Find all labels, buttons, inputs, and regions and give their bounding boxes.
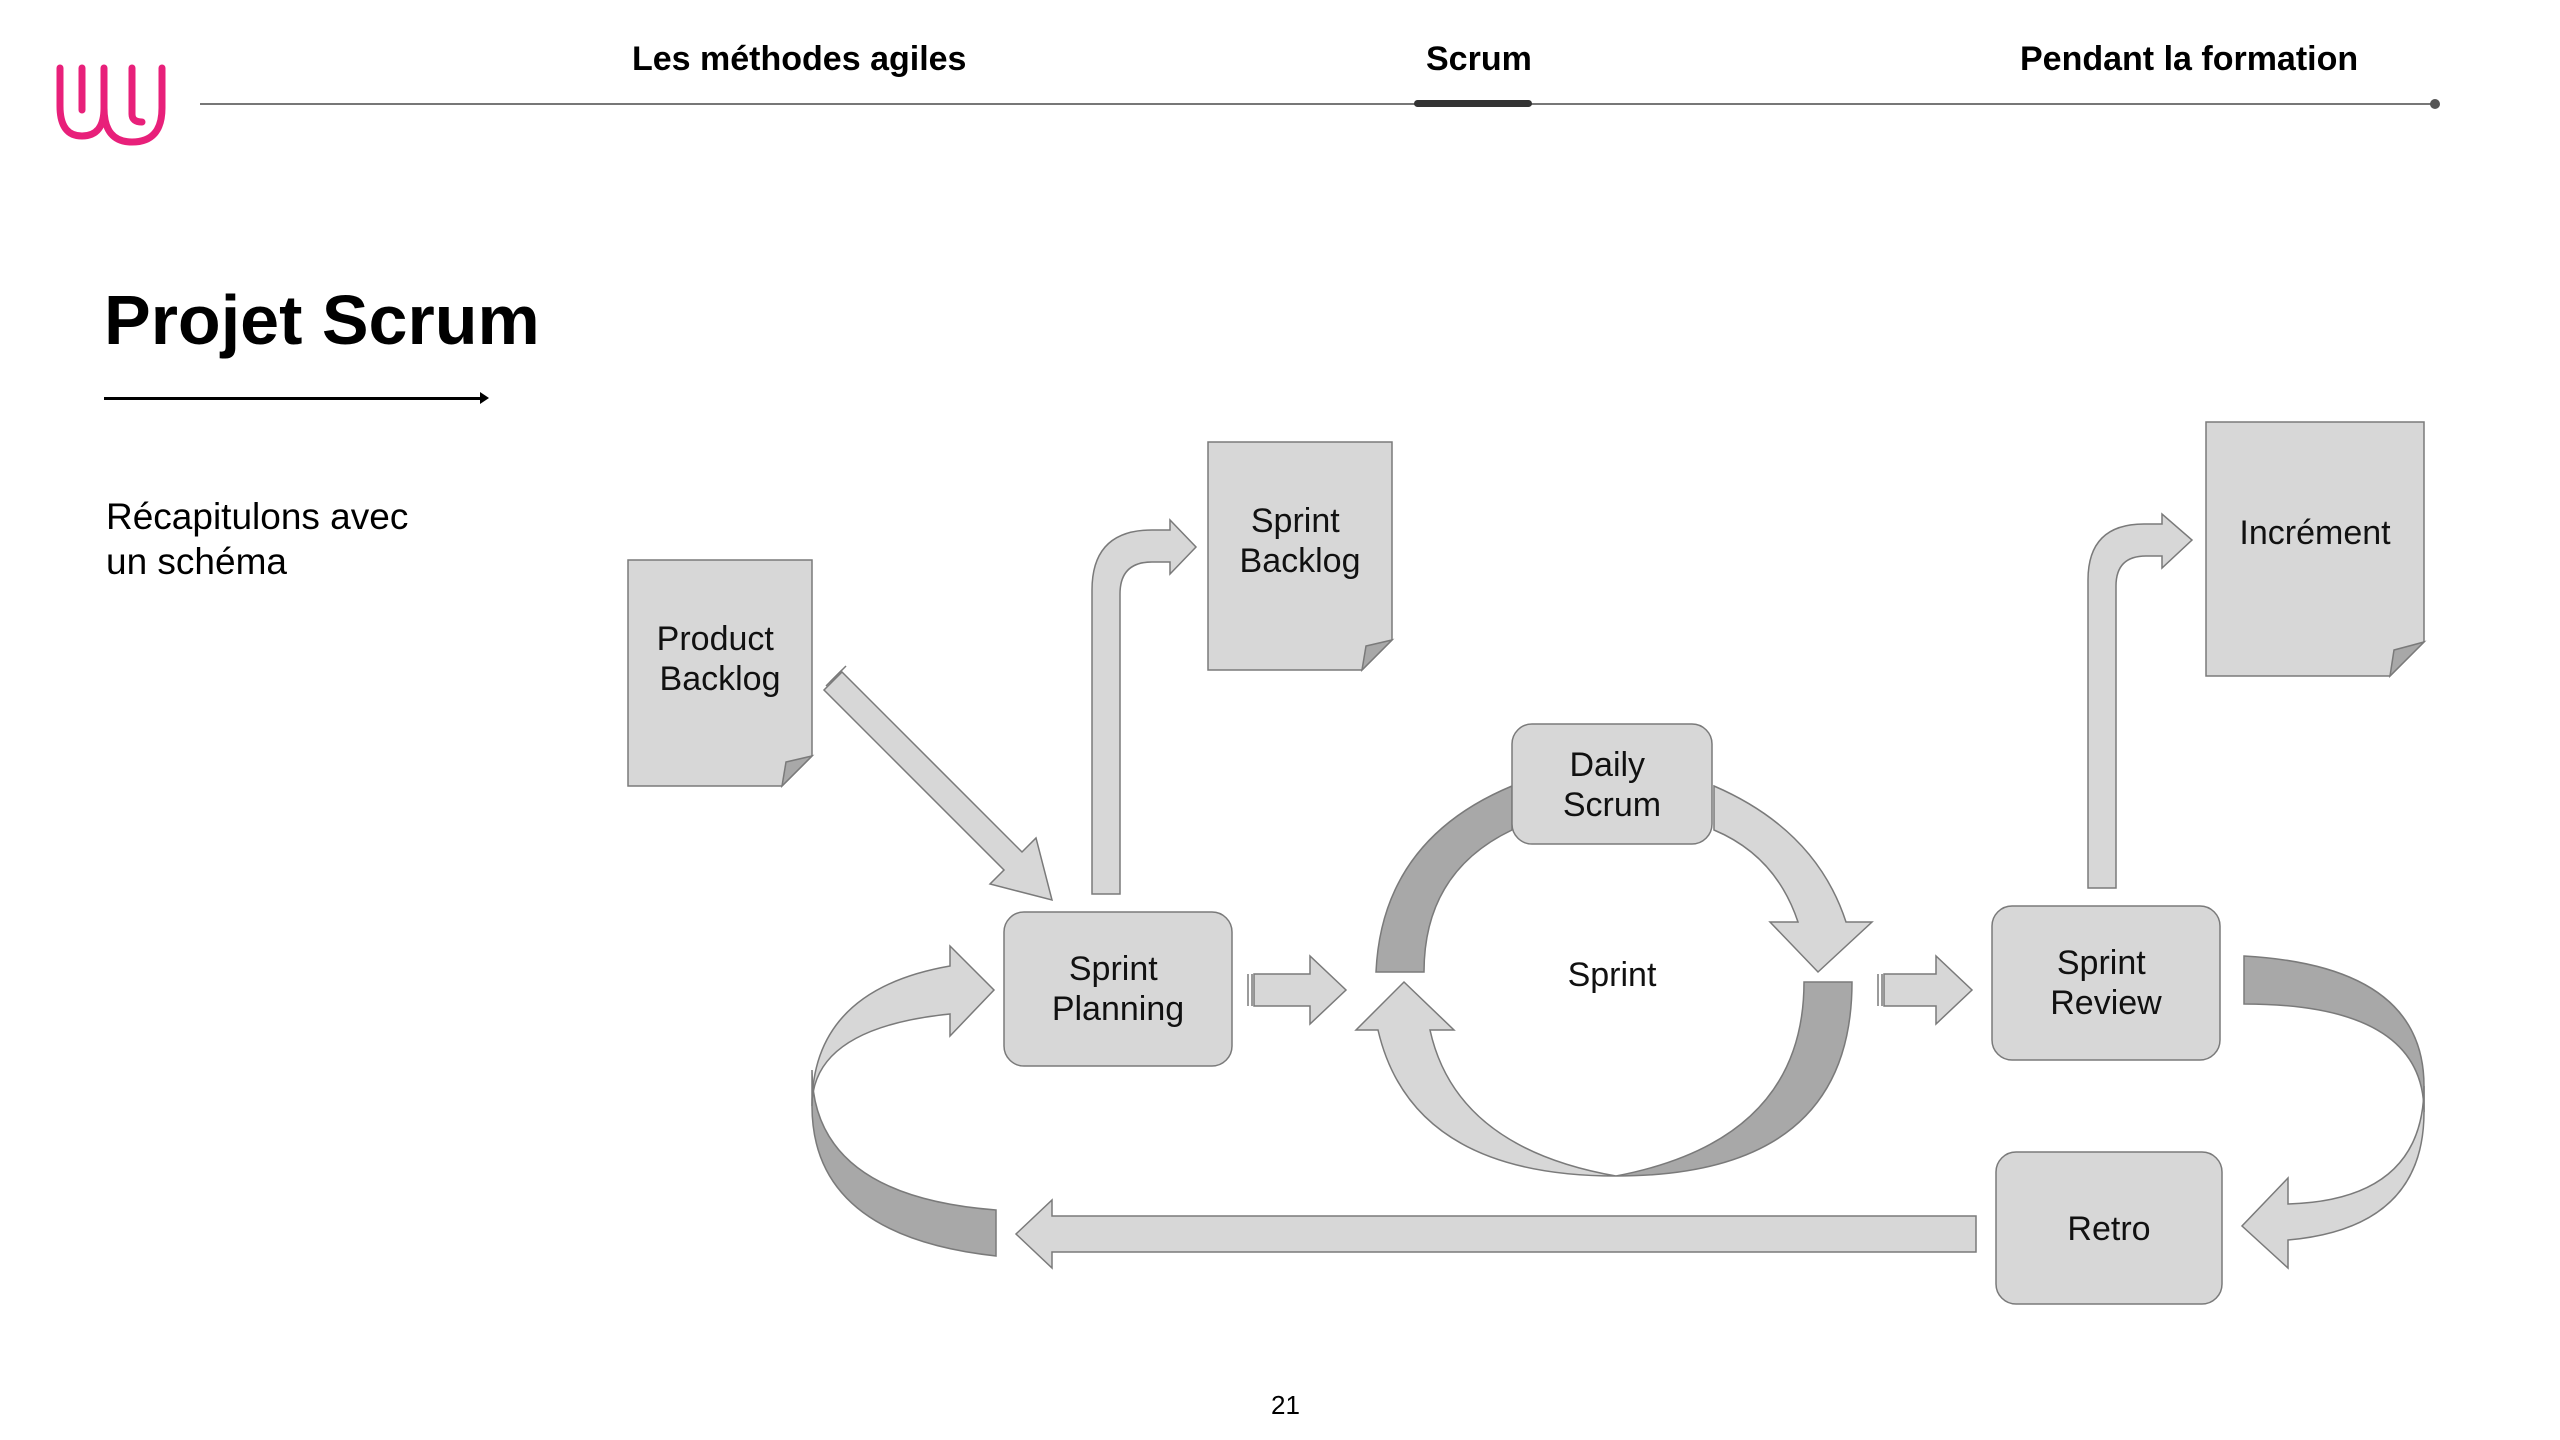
sprint-planning-box: [1003, 911, 1233, 1067]
sprint-backlog-document: [1207, 441, 1395, 673]
page-title: Projet Scrum: [104, 281, 540, 359]
arrow-review-to-increment: [2087, 512, 2194, 889]
page-subtitle: Récapitulons avec un schéma: [106, 494, 526, 584]
retro-label: Retro: [2067, 1210, 2150, 1248]
title-underline-arrowhead: [480, 392, 489, 404]
header-progress-line: [200, 103, 2436, 105]
arrow-retro-to-loop: [1014, 1198, 1977, 1270]
active-tab-indicator: [1414, 100, 1532, 107]
sprint-backlog-label: Sprint Backlog: [1240, 502, 1361, 580]
header-progress-end-dot: [2430, 99, 2440, 109]
loop-arc-review-to-retro-dark: [2243, 955, 2425, 1113]
tab-scrum[interactable]: Scrum: [1426, 40, 1532, 78]
page-number: 21: [1271, 1390, 1300, 1420]
product-backlog-label: Product Backlog: [657, 620, 784, 698]
arrow-planning-to-sprint: [1247, 954, 1348, 1026]
loop-arc-retro-to-planning-dark: [811, 1069, 997, 1257]
tab-pendant-la-formation[interactable]: Pendant la formation: [2020, 40, 2359, 78]
subtitle-line-1: Récapitulons avec: [106, 496, 409, 537]
daily-scrum-label: Daily Scrum: [1563, 746, 1661, 824]
arrow-product-backlog-to-planning: [822, 665, 1054, 902]
sprint-review-label: Sprint Review: [2050, 944, 2162, 1022]
daily-scrum-box: [1511, 723, 1713, 845]
sprint-cycle-arc-top-right: [1713, 784, 1874, 974]
sprint-review-box: [1991, 905, 2221, 1061]
title-underline: [104, 397, 484, 400]
sprint-label: Sprint: [1568, 956, 1657, 994]
subtitle-line-2: un schéma: [106, 541, 287, 582]
sprint-planning-label: Sprint Planning: [1052, 950, 1184, 1028]
increment-label: Incrément: [2239, 514, 2391, 552]
arrow-sprint-to-review: [1877, 954, 1974, 1026]
loop-arc-review-to-retro-light: [2240, 1085, 2425, 1270]
brand-logo: [56, 64, 166, 146]
retro-box: [1995, 1151, 2223, 1305]
sprint-cycle-arc-top-left: [1375, 784, 1513, 973]
tab-les-methodes-agiles[interactable]: Les méthodes agiles: [632, 40, 967, 78]
arrow-planning-to-sprint-backlog: [1091, 518, 1198, 895]
sprint-cycle-arc-bottom-right: [1615, 981, 1853, 1177]
increment-document: [2205, 421, 2427, 679]
sprint-cycle-arc-bottom-left: [1354, 980, 1617, 1177]
loop-arc-retro-to-planning-light: [811, 944, 996, 1107]
product-backlog-document: [627, 559, 815, 789]
